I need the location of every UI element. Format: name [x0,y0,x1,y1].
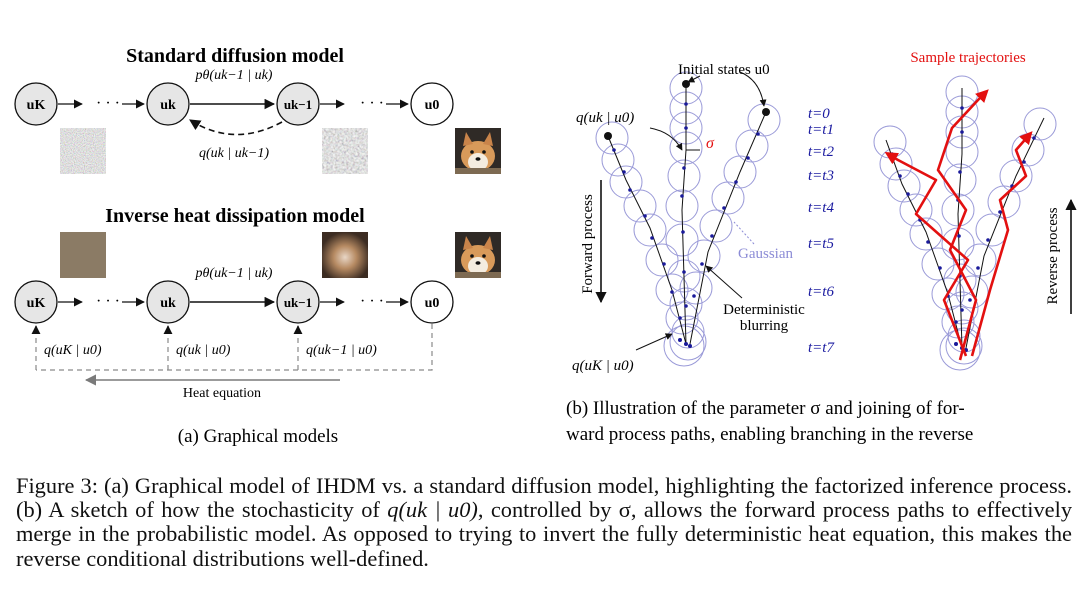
node-u0-standard: u0 [410,82,454,126]
caption-b-line1: (b) Illustration of the parameter σ and … [566,398,965,419]
q-uK-label-inverse: q(uK | u0) [44,343,102,358]
figure-caption-part1: Figure 3: (a) Graphical model of IHDM vs… [16,473,1072,523]
p-label-standard: pθ(uk−1 | uk) [195,68,273,83]
node-uK-label: uK [27,296,46,311]
dashed-inference-lines [35,324,433,371]
dots-left-inverse: · · · [96,293,120,310]
q-uk-label-inverse: q(uk | u0) [176,343,231,358]
node-u0-label: u0 [425,98,440,113]
node-uk-label: uk [160,98,176,113]
figure-caption-part2: , controlled by σ, allows the forward pr… [16,497,1073,571]
q-label-standard: q(uk | uk−1) [199,146,269,161]
panel-b-right: Sample trajectories [873,50,1077,371]
node-ukm1-label: uk−1 [284,97,312,112]
noisy-dog-image [322,128,368,174]
dog-image-inverse [455,232,501,278]
node-uK-inverse: uK [14,280,58,324]
forward-process-label: Forward process [580,194,596,294]
dots-right-standard: · · · [360,95,384,112]
inverse-title: Inverse heat dissipation model [105,205,365,227]
time-label-7: t=t7 [808,340,835,356]
blurring-label: blurring [740,318,789,334]
node-uK-standard: uK [14,82,58,126]
time-label-3: t=t3 [808,168,834,184]
node-ukm1-inverse: uk−1 [276,280,320,324]
dog-image-standard [455,128,501,174]
standard-title: Standard diffusion model [126,45,344,67]
p-label-inverse: pθ(uk−1 | uk) [195,266,273,281]
path-dots-left [612,102,760,348]
node-uk-standard: uk [146,82,190,126]
standard-diffusion-graph: Standard diffusion model uK · · · uk pθ(… [14,45,501,174]
sample-trajectory-paths [884,89,1033,361]
dots-right-inverse: · · · [360,293,384,310]
time-label-2: t=t2 [808,144,834,160]
gaussian-circles-right [873,75,1057,371]
node-uK-label: uK [27,98,46,113]
heat-equation-label: Heat equation [183,386,261,401]
q-uk-u0-label: q(uk | u0) [576,110,634,126]
figure-caption-math: q(uk | u0) [387,497,478,523]
initial-state-1 [604,132,612,140]
q-uK-u0-label: q(uK | u0) [572,358,634,374]
node-uk-inverse: uk [146,280,190,324]
forward-path-1 [607,135,687,345]
dots-left-standard: · · · [96,95,120,112]
node-ukm1-label: uk−1 [284,295,312,310]
node-u0-label: u0 [425,296,440,311]
caption-a: (a) Graphical models [178,426,338,447]
node-u0-inverse: u0 [410,280,454,324]
node-ukm1-standard: uk−1 [276,82,320,126]
time-labels: t=0 t=t1 t=t2 t=t3 t=t4 t=t5 t=t6 t=t7 [808,106,835,356]
initial-state-3 [762,108,770,116]
time-label-1: t=t1 [808,122,834,138]
inverse-heat-graph: Inverse heat dissipation model pθ(uk−1 |… [14,205,501,401]
caption-b-line2: ward process paths, enabling branching i… [566,424,973,445]
time-label-0: t=0 [808,106,830,122]
sample-trajectories-label: Sample trajectories [910,50,1026,66]
sigma-label: σ [706,135,715,152]
time-label-6: t=t6 [808,284,834,300]
blurred-dog-image [322,232,368,278]
noise-image-uK [60,128,106,174]
reverse-process-label: Reverse process [1045,207,1061,304]
time-label-5: t=t5 [808,236,834,252]
panel-b-left: Initial states u0 q(uk | u0) σ Forward p… [572,62,805,374]
node-uk-label: uk [160,296,176,311]
flat-image-uK [60,232,106,278]
gaussian-label: Gaussian [738,246,793,262]
initial-states-label: Initial states u0 [678,62,770,78]
q-ukm1-label-inverse: q(uk−1 | u0) [306,343,377,358]
forward-path-2 [681,84,687,345]
figure-caption: Figure 3: (a) Graphical model of IHDM vs… [16,473,1073,571]
time-label-4: t=t4 [808,200,834,216]
deterministic-label: Deterministic [723,302,805,318]
forward-path-3 [689,111,767,345]
